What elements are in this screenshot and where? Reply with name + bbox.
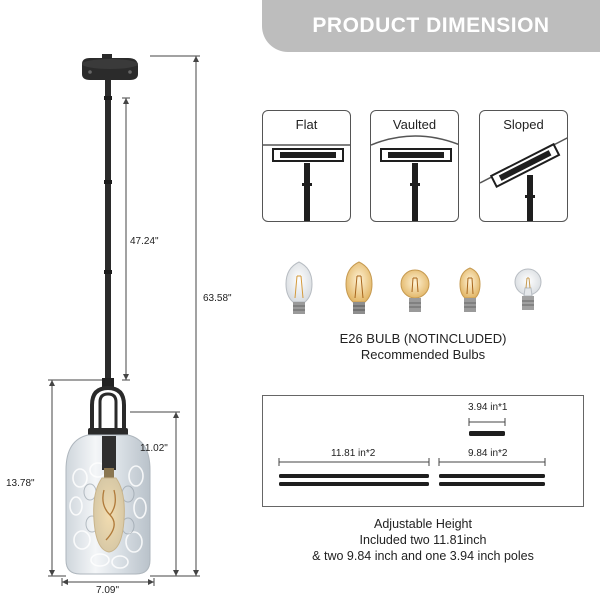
- mount-flat-label: Flat: [295, 117, 318, 132]
- mount-flat: Flat: [262, 110, 351, 222]
- mid-pole-label: 9.84 in*2: [468, 448, 508, 459]
- mount-sloped-label: Sloped: [503, 117, 544, 132]
- rod-length-label: 47.24": [130, 236, 159, 247]
- shade-height-label: 11.02": [140, 443, 168, 454]
- short-pole: [469, 431, 505, 436]
- recommended-bulbs: [285, 261, 542, 314]
- bulb-caption: E26 BULB (NOTINCLUDED) Recommended Bulbs: [262, 331, 584, 363]
- mid-pole-2: [439, 482, 545, 486]
- mount-sloped: Sloped: [479, 110, 568, 222]
- adjustable-line-3: & two 9.84 inch and one 3.94 inch poles: [312, 549, 534, 563]
- metal-cage: [90, 385, 126, 440]
- bulb-st58-icon: [345, 261, 373, 314]
- long-pole-label: 11.81 in*2: [331, 448, 376, 459]
- mid-pole-1: [439, 474, 545, 478]
- fixture-height-label: 13.78": [6, 478, 35, 489]
- adjustable-line-2: Included two 11.81inch: [359, 533, 487, 547]
- bulb-subtitle: Recommended Bulbs: [360, 347, 486, 362]
- page-title: PRODUCT DIMENSION: [312, 14, 550, 37]
- adjustable-caption: Adjustable Height Included two 11.81inch…: [262, 516, 584, 564]
- long-pole-2: [279, 482, 429, 486]
- adjustable-line-1: Adjustable Height: [374, 517, 472, 531]
- down-rod: [105, 80, 111, 380]
- vintage-bulb: [93, 477, 125, 553]
- mount-vaulted-label: Vaulted: [392, 117, 437, 132]
- bulb-t45-icon: [459, 267, 481, 312]
- shade-width-label: 7.09": [96, 585, 120, 596]
- total-height-label: 63.58": [203, 293, 232, 304]
- pendant-light-illustration: [48, 54, 200, 586]
- short-pole-label: 3.94 in*1: [468, 402, 508, 413]
- pole-extension-box: 3.94 in*1 11.81 in*2 9.84 in*2: [262, 395, 584, 507]
- title-banner: PRODUCT DIMENSION: [262, 0, 600, 52]
- bulb-socket: [102, 436, 116, 470]
- bulb-st64-icon: [285, 261, 313, 314]
- mount-vaulted: Vaulted: [370, 110, 459, 222]
- bulb-a19-icon: [514, 268, 542, 310]
- long-pole-1: [279, 474, 429, 478]
- bulb-title: E26 BULB (NOTINCLUDED): [339, 331, 507, 346]
- bulb-g45-icon: [400, 269, 430, 312]
